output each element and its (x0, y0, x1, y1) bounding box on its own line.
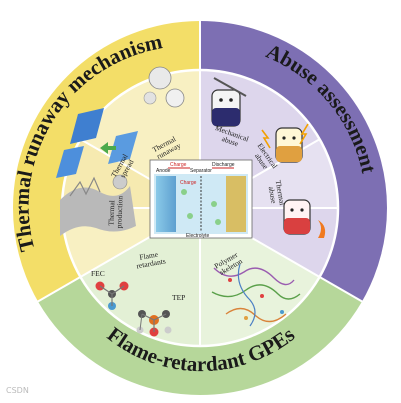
mechanical-abuse-illustration (211, 77, 247, 127)
center-discharge: Discharge (212, 162, 235, 168)
label-fec: FEC (91, 269, 105, 278)
polymer-skeleton-illustration (211, 263, 301, 327)
electrical-abuse-illustration (261, 123, 309, 163)
label-thermal-production-1: Thermal (107, 200, 117, 226)
thermal-production-illustration (60, 174, 136, 236)
label-thermal-production-2: production (114, 196, 124, 229)
thermal-runaway-illustration (143, 66, 185, 108)
label-tep: TEP (172, 293, 185, 302)
label-flame-retardants-1: Flame (139, 250, 160, 262)
center-charge-top: Charge (170, 162, 187, 168)
center-charge-inner: Charge (180, 180, 197, 186)
flame-retardant-molecules (95, 281, 172, 337)
thermal-abuse-illustration (283, 199, 326, 238)
label-thermal-abuse-2: abuse (267, 186, 279, 205)
thermal-spread-illustration (56, 108, 138, 178)
center-anode: Anode (156, 168, 171, 174)
label-thermal-abuse-1: Thermal (274, 179, 287, 206)
svg-text:Thermal production: Thermal production (106, 195, 124, 228)
watermark-text: CSDN (6, 386, 29, 395)
svg-text:Thermal abuse: Thermal abuse (266, 179, 287, 209)
center-electrolyte: Electrolyte (186, 233, 210, 239)
center-battery-schematic: Charge Discharge Anode Separator Charge … (149, 159, 253, 239)
center-separator: Separator (190, 168, 212, 174)
